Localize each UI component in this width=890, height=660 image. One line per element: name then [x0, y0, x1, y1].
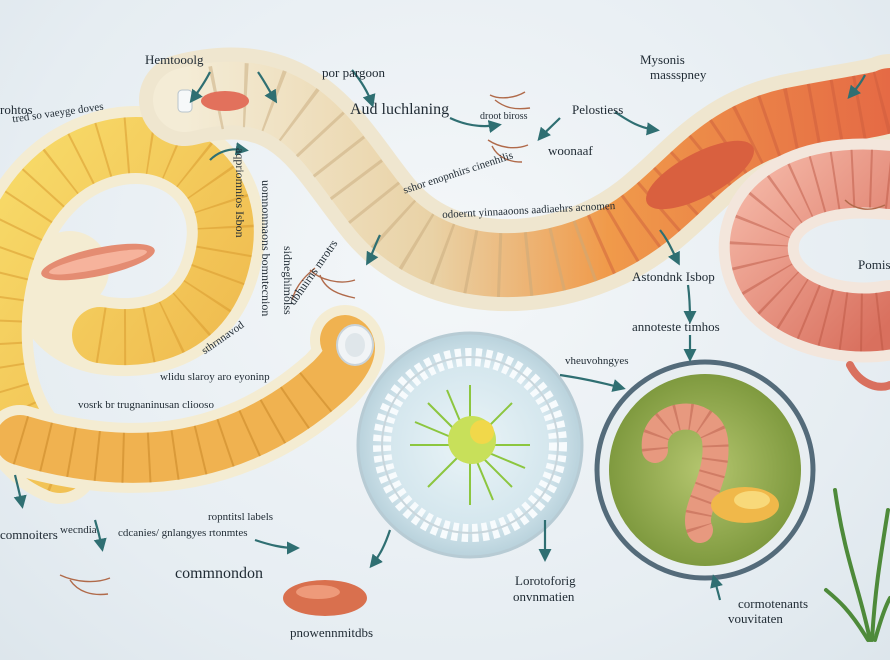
label-aud-luchlaning: Aud luchlaning [350, 101, 450, 118]
label-astonnk: Astondnk Isbop [632, 269, 715, 284]
label-woonaaf: woonaaf [548, 143, 593, 158]
label-vertical-a: aqpriomnios Isbon [233, 148, 247, 238]
label-cormotenis: cormotenants [738, 596, 809, 611]
label-ropnttsl-labels: ropntitsl labels [208, 511, 274, 523]
label-cdcanies-mtongyss: cdcanies/ gnlangyes rtonmtes [118, 527, 248, 539]
label-mornioters: comnoiters [0, 527, 58, 542]
label-annotate: annoteste timhos [632, 319, 720, 334]
root-tuft [487, 139, 529, 163]
label-mysonis: Mysonis [640, 52, 685, 67]
label-droot-biross: droot biross [480, 111, 528, 122]
label-pelostiess: Pelostiess [572, 102, 624, 117]
label-onvnmatien: onvnmatien [513, 589, 575, 604]
segmented-tube-worm [139, 47, 890, 312]
label-porpargoon: por pargoon [322, 65, 385, 80]
label-vireenla: wecndia [60, 524, 97, 536]
label-vertical-b: uomnonmaons bomntecnion [259, 180, 273, 317]
label-rohtos: rohtos [0, 102, 33, 117]
label-wider-staroy: wlidu slaroy aro eyoninp [160, 371, 270, 383]
label-pnwntitin: vouvitaten [728, 611, 783, 626]
label-masspney: massspney [650, 67, 707, 82]
label-pronemntdis: pnowennmitdbs [290, 625, 374, 640]
root-tuft [844, 199, 886, 210]
label-pomis: Pomis [858, 257, 890, 272]
label-comnnndon: commnondon [175, 565, 263, 582]
label-hemtoooig: Hemtooolg [145, 52, 204, 67]
grass-sprig [824, 488, 890, 642]
sample-dish [594, 359, 816, 581]
root-tuft [291, 267, 356, 301]
label-lorotofog: Lorotoforig [515, 573, 576, 588]
egg-dish [356, 331, 584, 559]
root-tuft [489, 91, 531, 110]
root-tuft [59, 574, 111, 596]
yellow-coiled-worm [0, 106, 385, 504]
pink-curl-worm [718, 138, 890, 391]
flow-arrows [13, 69, 866, 601]
label-ymorolingyes: vheuvohngyes [565, 355, 629, 367]
label-vosrk: vosrk br trugnaninusan cliooso [78, 399, 214, 411]
